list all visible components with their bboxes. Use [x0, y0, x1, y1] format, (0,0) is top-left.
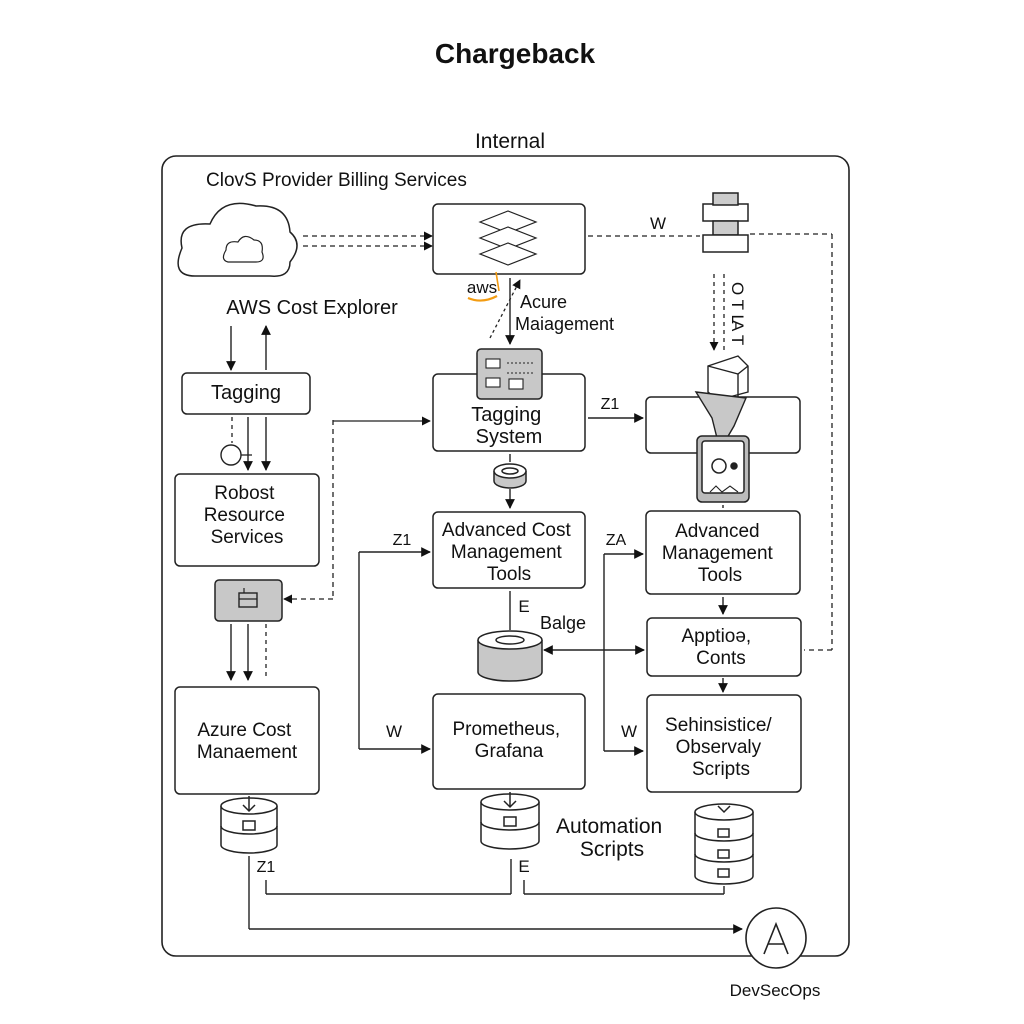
svg-text:Acure Maiagement: Acure Maiagement	[515, 292, 614, 334]
automation-line-1: Automation	[556, 815, 662, 838]
azure-cost-management-box: Azure Cost Manaement	[174, 686, 320, 795]
azure-line-2: Manaement	[197, 742, 298, 763]
adv-cost-line-3: Tools	[487, 564, 531, 585]
edge-label-e-bottom: E	[518, 857, 529, 876]
azure-line-1: Azure Cost	[197, 720, 292, 741]
edge-dashed-up-to-aws	[489, 279, 521, 339]
internal-frame	[161, 155, 850, 957]
adv-mgmt-line-3: Tools	[698, 565, 742, 586]
balge-label: Balge	[540, 613, 586, 633]
apptio-line-1: Apptioə,	[681, 626, 751, 647]
aws-logo-leader	[495, 271, 500, 292]
svg-text:Sehinsistice/ Observaly: Sehinsistice/ Observaly Scripts	[665, 715, 777, 780]
edge-label-at: A T	[728, 320, 747, 345]
edge-label-w-left: W	[386, 722, 402, 741]
svg-text:Prometheus, Grafana: Prometheus, Grafana	[452, 719, 565, 762]
apptio-line-2: Conts	[696, 648, 746, 669]
edge-label-e-balge: E	[518, 597, 529, 616]
prometheus-line-2: Grafana	[475, 741, 544, 762]
edge-label-w-top: W	[650, 214, 666, 233]
edge-label-za: ZA	[606, 532, 627, 549]
adv-cost-line-1: Advanced Cost	[442, 520, 572, 541]
svg-text:Robost Resource Se: Robost Resource Services	[204, 483, 291, 548]
devsecops-node	[745, 907, 807, 969]
apptio-conts-box: Apptioə, Conts	[646, 617, 802, 677]
automation-line-2: Scripts	[580, 838, 644, 861]
edge-label-otl: O T L	[728, 282, 747, 324]
tagging-system-line-1: Tagging	[471, 404, 541, 426]
acure-line-2: Maiagement	[515, 314, 614, 334]
tagging-system-box: Tagging System	[432, 373, 586, 452]
tagging-label: Tagging	[211, 382, 281, 404]
tablet-device-icon	[696, 435, 750, 503]
svg-text:Azure Cost Manaement: Azure Cost Manaement	[197, 720, 298, 763]
devsecops-label: DevSecOps	[730, 981, 821, 1000]
adv-mgmt-line-1: Advanced	[675, 521, 760, 542]
edge-label-w-right: W	[621, 722, 637, 741]
cloud-icon	[177, 202, 298, 277]
frame-label: Internal	[475, 130, 545, 153]
prometheus-line-1: Prometheus,	[452, 719, 560, 740]
sehin-line-1: Sehinsistice/	[665, 715, 772, 736]
sehin-line-3: Scripts	[692, 759, 750, 780]
adv-mgmt-line-2: Management	[662, 543, 774, 564]
edge-label-z1-tag: Z1	[601, 396, 620, 413]
aws-stack-box	[432, 203, 586, 275]
connector-plug-icon	[702, 192, 749, 253]
devsecops-a-icon	[763, 921, 789, 955]
robost-line-2: Resource	[204, 505, 285, 526]
aws-smile-icon	[467, 295, 498, 302]
svg-text:Automation Scripts: Automation Scripts	[556, 815, 668, 861]
stacked-database-icon	[694, 803, 754, 885]
diagram-title: Chargeback	[435, 38, 596, 69]
svg-text:Advanced Management: Advanced Management Tools	[662, 521, 778, 586]
prometheus-grafana-box: Prometheus, Grafana	[432, 693, 586, 790]
frame-sublabel: ClovS Provider Billing Services	[206, 170, 467, 191]
advanced-cost-management-tools-box: Advanced Cost Management Tools	[432, 511, 586, 589]
svg-text:Advanced Cost Management: Advanced Cost Management Tools	[442, 520, 576, 585]
edge-label-z1-adv: Z1	[393, 532, 412, 549]
azure-database-icon	[220, 796, 278, 854]
robost-resource-services-box: Robost Resource Services	[174, 473, 320, 567]
disk-icon	[493, 463, 527, 489]
storage-device-icon	[214, 579, 283, 622]
prometheus-database-icon	[480, 792, 540, 850]
aws-cost-explorer-label: AWS Cost Explorer	[226, 297, 398, 319]
adv-cost-line-2: Management	[451, 542, 563, 563]
cube-folder-icon	[694, 355, 749, 452]
sehin-line-2: Observaly	[676, 737, 762, 758]
layers-icon	[478, 210, 538, 266]
robost-line-1: Robost	[214, 483, 275, 504]
svg-text:Tagging System: Tagging System	[471, 404, 547, 448]
server-panel-icon	[476, 348, 543, 400]
aws-logo: aws	[467, 278, 497, 297]
edge-label-z1-bottom: Z1	[257, 859, 276, 876]
balge-cylinder-icon	[477, 630, 543, 682]
sehinsistice-observaly-scripts-box: Sehinsistice/ Observaly Scripts	[646, 694, 802, 793]
acure-line-1: Acure	[520, 292, 567, 312]
tagging-system-line-2: System	[476, 426, 543, 448]
robost-line-3: Services	[211, 527, 284, 548]
connector-node-icon	[220, 444, 242, 466]
advanced-management-tools-box: Advanced Management Tools	[645, 510, 801, 595]
tagging-box: Tagging	[181, 372, 311, 415]
svg-text:Apptioə, Conts: Apptioə, Conts	[681, 626, 756, 669]
